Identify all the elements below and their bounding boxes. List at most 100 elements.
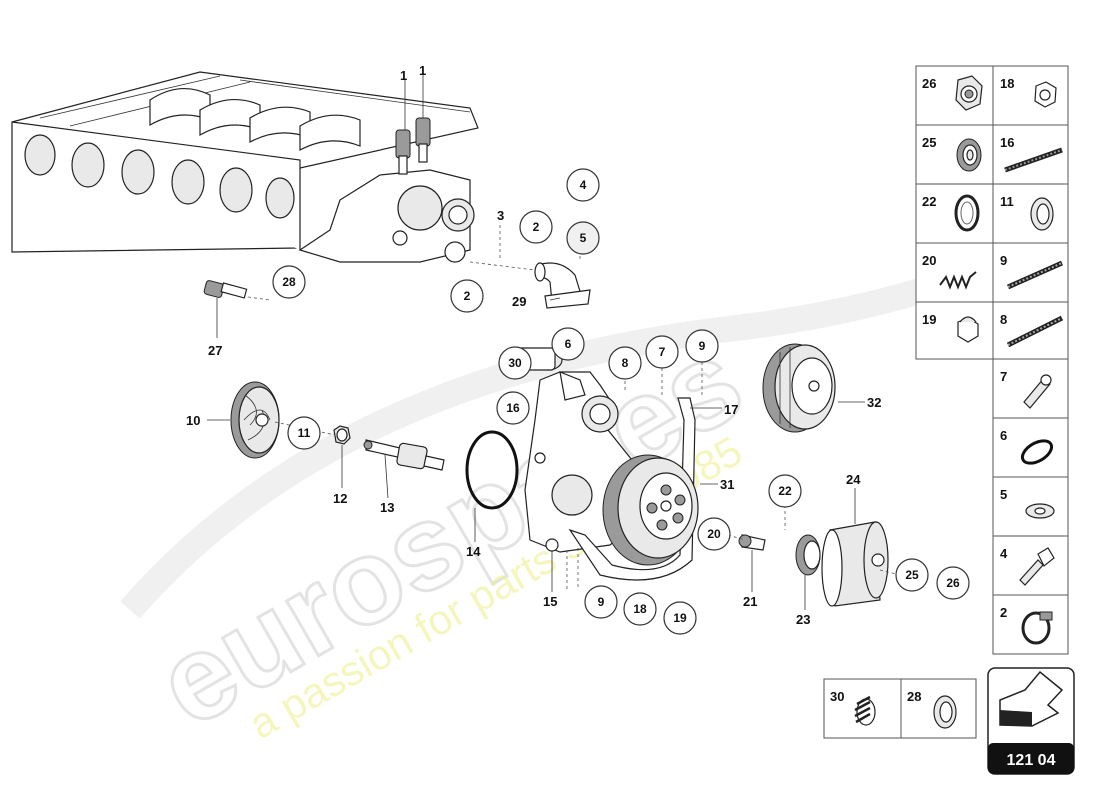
o-ring-icon <box>1020 439 1054 465</box>
callout-3: 3 <box>497 208 504 223</box>
svg-text:11: 11 <box>298 426 311 440</box>
legend-cell-5: 5 <box>992 476 1069 537</box>
stud-icon <box>1004 147 1063 173</box>
svg-text:6: 6 <box>565 337 572 351</box>
pump-shaft <box>363 439 445 471</box>
drive-belt <box>568 397 696 581</box>
circled-callout-19: 19 <box>663 601 697 635</box>
circled-callout-16: 16 <box>496 391 530 425</box>
svg-text:20: 20 <box>922 253 936 268</box>
cap-nut-icon <box>957 316 979 343</box>
svg-text:18: 18 <box>1000 76 1014 91</box>
legend-cell-11: 11 <box>992 183 1069 244</box>
hex-nut-icon <box>955 75 983 111</box>
svg-text:4: 4 <box>580 178 587 192</box>
circlip-icon <box>954 194 980 232</box>
circled-callout-9-lower: 9 <box>584 585 618 619</box>
svg-text:16: 16 <box>1000 135 1014 150</box>
callout-21: 21 <box>743 594 757 609</box>
circled-callout-9-upper: 9 <box>685 329 719 363</box>
svg-text:5: 5 <box>580 231 587 245</box>
long-stud-icon <box>1006 315 1064 348</box>
legend-cell-22: 22 <box>915 183 994 244</box>
legend-cell-8: 8 <box>992 301 1069 360</box>
hose-clamp-icon <box>1021 611 1053 645</box>
circled-callout-4: 4 <box>566 168 600 202</box>
svg-text:7: 7 <box>659 345 666 359</box>
callout-10: 10 <box>186 413 200 428</box>
legend-cell-16: 16 <box>992 124 1069 185</box>
bottom-legend-table: 30 28 <box>823 678 977 739</box>
callout-14: 14 <box>466 544 481 559</box>
intake-manifold <box>11 71 479 263</box>
svg-text:19: 19 <box>673 611 687 625</box>
circled-callout-6: 6 <box>551 327 585 361</box>
svg-text:18: 18 <box>633 602 647 616</box>
svg-text:8: 8 <box>622 356 629 370</box>
circled-callout-22: 22 <box>768 474 802 508</box>
svg-text:6: 6 <box>1000 428 1007 443</box>
tensioner-roller <box>821 521 889 607</box>
svg-text:20: 20 <box>707 527 721 541</box>
spring-icon <box>939 271 977 290</box>
circled-callout-26: 26 <box>936 566 970 600</box>
legend-cell-28: 28 <box>900 678 977 739</box>
flat-washer-icon <box>1025 503 1055 519</box>
svg-text:9: 9 <box>699 339 706 353</box>
circled-callout-5: 5 <box>566 221 600 255</box>
coil-spring-icon <box>854 695 876 726</box>
diagram-number: 121 04 <box>1007 752 1056 769</box>
callout-1-left: 1 <box>400 68 407 83</box>
circled-callout-2-left: 2 <box>450 279 484 313</box>
svg-text:9: 9 <box>1000 253 1007 268</box>
next-page-arrow-icon[interactable] <box>999 670 1064 727</box>
legend-cell-25: 25 <box>915 124 994 185</box>
svg-text:30: 30 <box>830 689 844 704</box>
legend-cell-18: 18 <box>992 65 1069 126</box>
svg-text:2: 2 <box>464 289 471 303</box>
svg-text:25: 25 <box>905 568 919 582</box>
legend-cell-30: 30 <box>823 678 902 739</box>
idler-pulley <box>762 343 836 433</box>
legend-cell-26: 26 <box>915 65 994 126</box>
temperature-sensor <box>203 280 271 301</box>
legend-cell-19: 19 <box>915 301 994 360</box>
bearing-icon <box>956 138 982 172</box>
callout-12: 12 <box>333 491 347 506</box>
legend-cell-9: 9 <box>992 242 1069 303</box>
svg-text:22: 22 <box>922 194 936 209</box>
page-navigation[interactable]: 121 04 <box>987 667 1075 775</box>
circled-callout-25: 25 <box>895 558 929 592</box>
svg-text:16: 16 <box>506 401 520 415</box>
cap-screw-icon <box>1019 547 1055 586</box>
svg-text:7: 7 <box>1000 369 1007 384</box>
svg-text:28: 28 <box>282 275 296 289</box>
bolt-icon <box>1023 374 1052 409</box>
sealing-ring-icon <box>933 695 957 729</box>
washer-ring-icon <box>1030 197 1054 231</box>
parts-legend-table: 26 18 25 16 <box>915 65 1069 655</box>
coolant-elbow <box>534 262 591 309</box>
svg-text:4: 4 <box>1000 546 1008 561</box>
svg-text:30: 30 <box>508 356 522 370</box>
svg-text:26: 26 <box>946 576 960 590</box>
circled-callout-2-upper: 2 <box>519 210 553 244</box>
svg-text:2: 2 <box>533 220 540 234</box>
svg-text:22: 22 <box>778 484 792 498</box>
legend-cell-4: 4 <box>992 535 1069 596</box>
circled-callout-8: 8 <box>608 346 642 380</box>
svg-text:9: 9 <box>598 595 605 609</box>
water-pump-pulley <box>602 454 699 566</box>
shaft-nut <box>333 425 351 445</box>
callout-27: 27 <box>208 343 222 358</box>
legend-cell-2: 2 <box>992 594 1069 655</box>
callout-15: 15 <box>543 594 557 609</box>
svg-text:8: 8 <box>1000 312 1007 327</box>
svg-text:5: 5 <box>1000 487 1007 502</box>
circled-callout-18: 18 <box>623 592 657 626</box>
svg-text:25: 25 <box>922 135 936 150</box>
leader-lines <box>207 75 901 610</box>
housing-o-ring <box>465 430 519 510</box>
callout-23: 23 <box>796 612 810 627</box>
